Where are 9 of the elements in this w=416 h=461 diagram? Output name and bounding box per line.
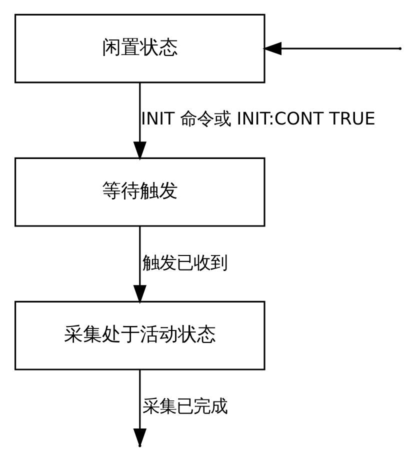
edge-label: 触发已收到 <box>142 253 228 274</box>
node-box: 等待触发 <box>14 157 266 227</box>
arrow <box>133 82 147 160</box>
edge-label: 采集已完成 <box>142 396 228 417</box>
edge-label: INIT 命令或 INIT:CONT TRUE <box>140 110 376 130</box>
node-box: 闲置状态 <box>14 14 266 84</box>
node-box: 采集处于活动状态 <box>14 300 266 370</box>
arrow <box>262 42 400 56</box>
arrow <box>133 226 147 304</box>
